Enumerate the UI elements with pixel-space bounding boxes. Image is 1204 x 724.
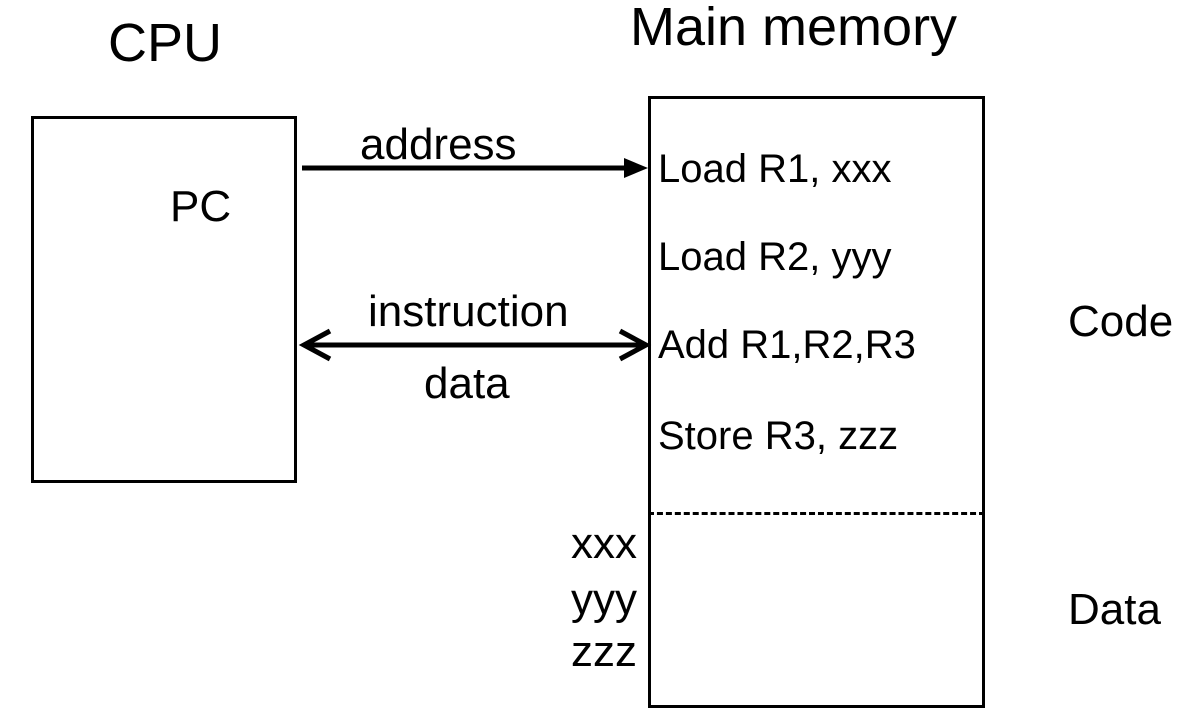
memory-code-line: Add R1,R2,R3 — [658, 323, 916, 367]
operand-address-label: zzz — [571, 627, 637, 676]
memory-code-line: Load R1, xxx — [658, 147, 892, 191]
address-bus-arrow-icon — [302, 158, 648, 178]
memory-code-line: Load R2, yyy — [658, 235, 892, 279]
cpu-heading: CPU — [108, 13, 223, 73]
data-bus-label: data — [424, 359, 510, 408]
instruction-bus-label: instruction — [368, 287, 569, 336]
address-bus-label: address — [360, 120, 517, 169]
program-counter-label: PC — [170, 182, 232, 231]
code-data-divider — [648, 512, 985, 515]
main-memory-heading: Main memory — [630, 0, 958, 57]
operand-address-label: yyy — [571, 575, 637, 624]
memory-region-label-data: Data — [1068, 585, 1161, 634]
memory-code-line: Store R3, zzz — [658, 414, 899, 458]
main-memory-box — [648, 96, 985, 708]
cpu-box — [31, 116, 297, 483]
memory-region-label-code: Code — [1068, 297, 1174, 346]
instruction-data-bus-arrow-icon — [298, 328, 652, 362]
operand-address-label: xxx — [571, 519, 637, 568]
